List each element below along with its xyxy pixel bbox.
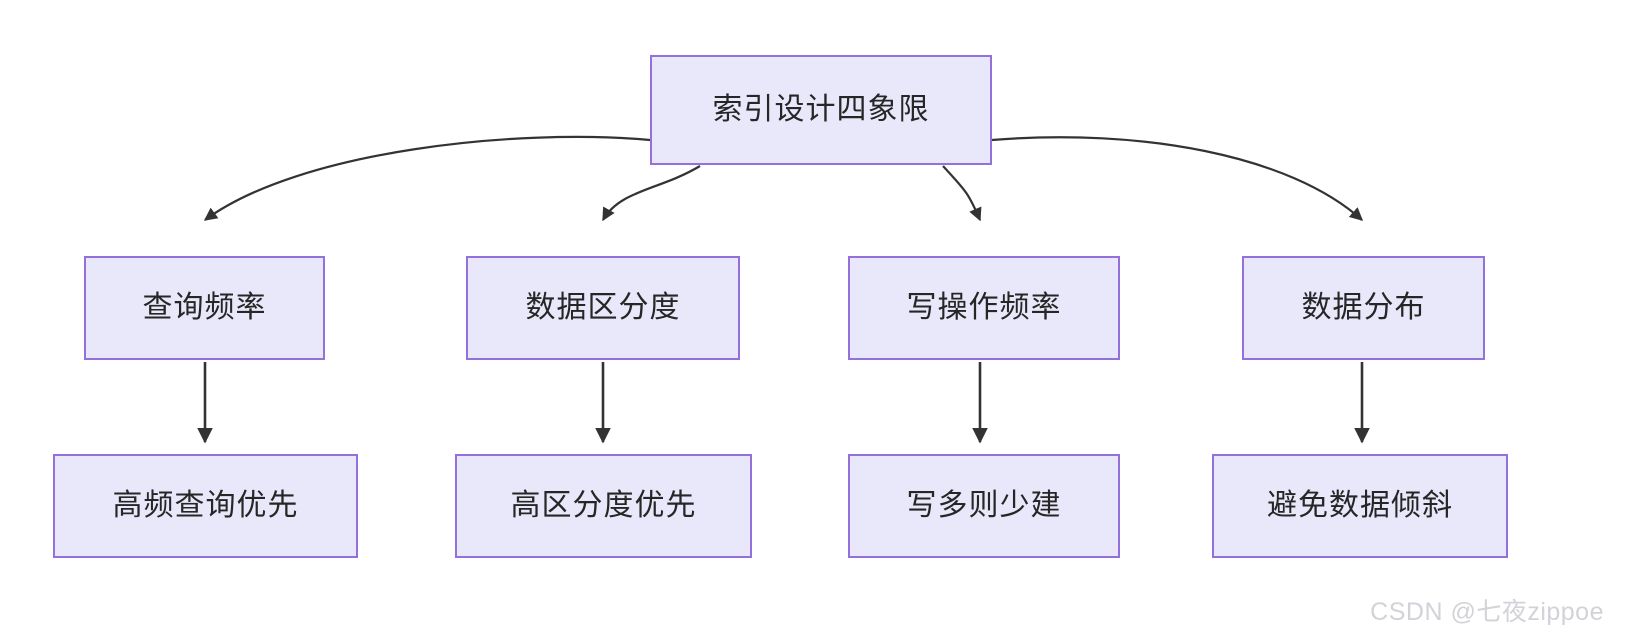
straight-edge-group [197, 362, 1370, 444]
node-label: 避免数据倾斜 [1267, 489, 1453, 522]
csdn-watermark: CSDN @七夜zippoe [1370, 598, 1604, 626]
node-f3[interactable]: 写操作频率 [848, 256, 1120, 360]
edge-root-to-f2 [602, 165, 701, 222]
node-o1[interactable]: 高频查询优先 [53, 454, 358, 558]
node-root[interactable]: 索引设计四象限 [650, 55, 992, 165]
node-label: 高频查询优先 [112, 489, 299, 522]
node-f2[interactable]: 数据区分度 [466, 256, 740, 360]
node-label: 数据区分度 [525, 291, 681, 324]
node-label: 数据分布 [1301, 291, 1426, 324]
edge-root-to-f4 [991, 136, 1363, 221]
edge-root-to-f3 [942, 165, 982, 222]
node-f4[interactable]: 数据分布 [1242, 256, 1485, 360]
node-f1[interactable]: 查询频率 [84, 256, 325, 360]
node-label: 高区分度优先 [510, 489, 697, 522]
node-o3[interactable]: 写多则少建 [848, 454, 1120, 558]
node-o4[interactable]: 避免数据倾斜 [1212, 454, 1508, 558]
edge-root-to-f1 [203, 135, 651, 221]
node-label: 写多则少建 [906, 489, 1062, 522]
node-label: 查询频率 [142, 291, 267, 324]
node-label: 索引设计四象限 [712, 93, 930, 126]
node-o2[interactable]: 高区分度优先 [455, 454, 752, 558]
node-label: 写操作频率 [906, 291, 1062, 324]
